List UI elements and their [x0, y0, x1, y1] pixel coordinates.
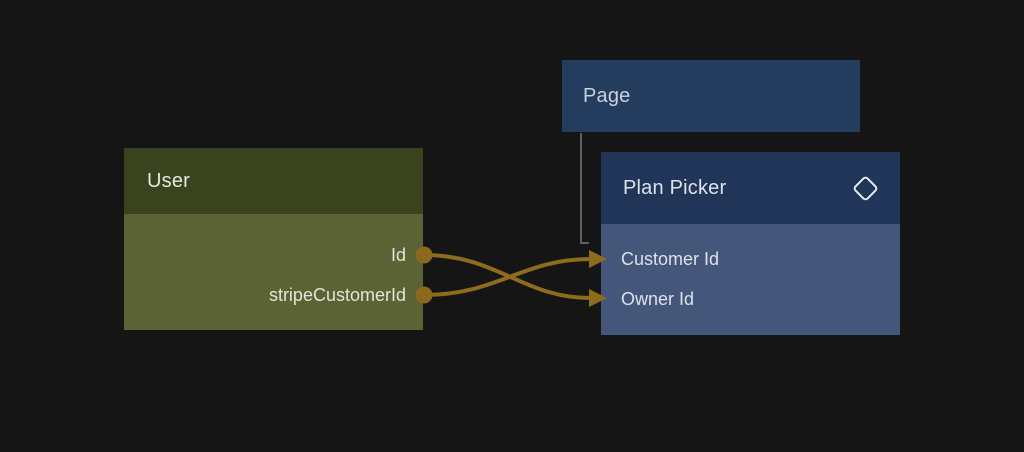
user-node-body: Id stripeCustomerId	[124, 214, 423, 330]
diamond-icon	[852, 174, 879, 202]
user-field-id-label: Id	[390, 244, 406, 265]
user-field-stripecustomerid[interactable]: stripeCustomerId	[124, 275, 423, 315]
user-field-id[interactable]: Id	[124, 235, 423, 275]
user-node[interactable]: User Id stripeCustomerId	[124, 148, 423, 330]
user-node-header[interactable]: User	[124, 148, 423, 214]
plan-picker-field-owner-id[interactable]: Owner Id	[601, 279, 900, 319]
plan-picker-field-customer-id[interactable]: Customer Id	[601, 239, 900, 279]
edge-stripecustomerid-to-customer-id[interactable]	[422, 257, 593, 297]
plan-picker-node-title: Plan Picker	[623, 176, 727, 199]
plan-picker-field-owner-id-label: Owner Id	[621, 288, 695, 309]
plan-picker-field-customer-id-label: Customer Id	[621, 248, 720, 269]
page-node-header[interactable]: Page	[562, 60, 860, 132]
user-node-title: User	[147, 169, 191, 192]
plan-picker-node[interactable]: Plan Picker Customer Id Owner Id	[601, 152, 900, 335]
page-node[interactable]: Page	[562, 60, 860, 132]
user-field-stripecustomerid-label: stripeCustomerId	[268, 284, 406, 305]
page-plan-picker-hierarchy-line	[580, 133, 589, 244]
page-node-title: Page	[583, 84, 631, 107]
plan-picker-node-body: Customer Id Owner Id	[601, 224, 900, 335]
plan-picker-node-header[interactable]: Plan Picker	[601, 152, 900, 224]
